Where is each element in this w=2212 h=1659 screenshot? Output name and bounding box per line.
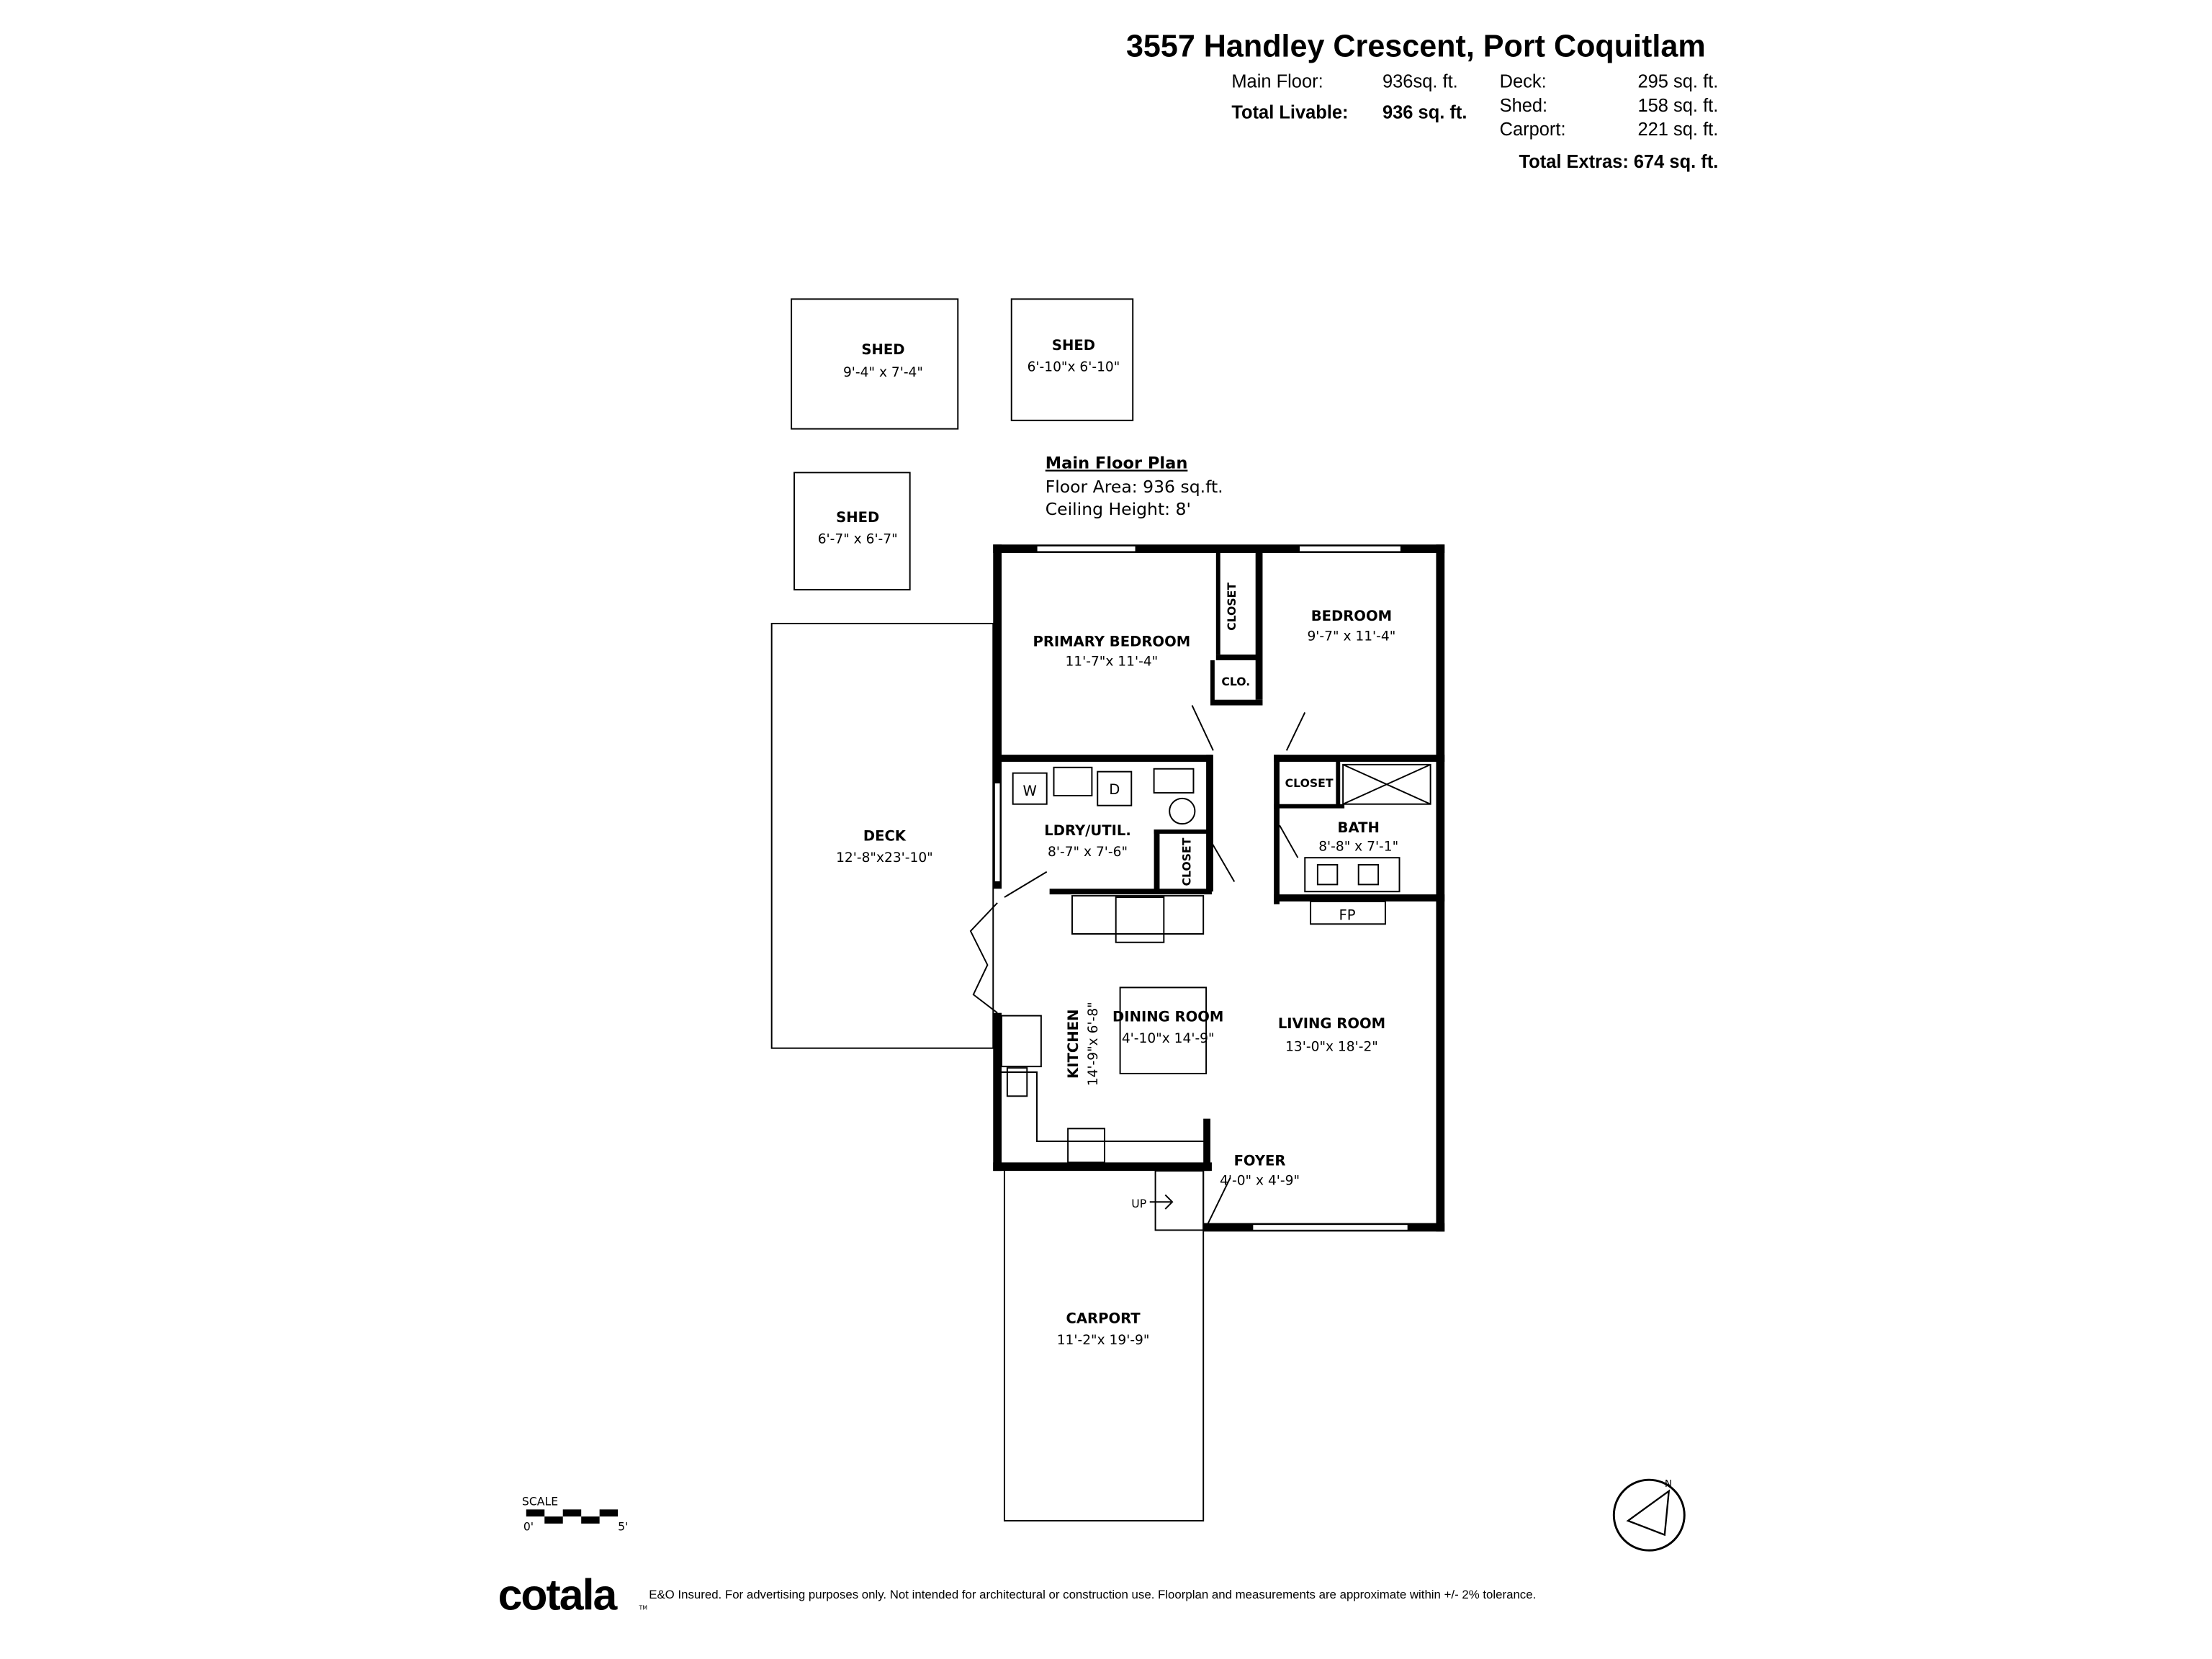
compass-icon: N	[1612, 1478, 1686, 1552]
room-dims: 8'-7" x 7'-6"	[1048, 845, 1128, 860]
shed-1: SHED 9'-4" x 7'-4"	[791, 298, 959, 430]
room-bath: BATH 8'-8" x 7'-1"	[1304, 763, 1431, 893]
area-stats-right: Deck: 295 sq. ft. Shed: 158 sq. ft. Carp…	[1500, 71, 1719, 172]
carport: CARPORT 11'-2"x 19'-9"	[1003, 1167, 1205, 1521]
ceiling-height: Ceiling Height: 8'	[1046, 499, 1191, 519]
stat-label: Total Livable:	[1231, 103, 1348, 123]
room-name: CARPORT	[1066, 1310, 1141, 1327]
compass-north-label: N	[1665, 1478, 1672, 1490]
trademark: TM	[639, 1604, 648, 1611]
scale-end: 5'	[618, 1520, 628, 1534]
stat-value: 158 sq. ft.	[1638, 96, 1719, 116]
fireplace: FP	[1310, 900, 1386, 925]
closet-bath-label: CLOSET	[1285, 776, 1334, 790]
room-name: PRIMARY BEDROOM	[1033, 633, 1190, 649]
scale-label: SCALE	[522, 1494, 558, 1508]
room-name: FOYER	[1234, 1152, 1286, 1169]
room-dims: 4'-0" x 4'-9"	[1220, 1174, 1300, 1189]
room-name: SHED	[836, 509, 879, 526]
scale-bar: SCALE 0' 5'	[522, 1494, 628, 1533]
room-foyer: FOYER 4'-0" x 4'-9" UP	[1131, 1152, 1300, 1231]
interior-walls	[993, 553, 1445, 904]
scale-start: 0'	[523, 1520, 534, 1534]
room-name: LDRY/UTIL.	[1044, 822, 1131, 839]
area-stats-left: Main Floor: 936sq. ft. Total Livable: 93…	[1231, 71, 1467, 122]
stat-value: 936 sq. ft.	[1382, 103, 1467, 123]
room-dims: 11'-2"x 19'-9"	[1057, 1333, 1150, 1348]
room-dims: 6'-7" x 6'-7"	[818, 531, 898, 547]
stat-value: 221 sq. ft.	[1638, 120, 1719, 140]
room-name: LIVING ROOM	[1278, 1015, 1385, 1032]
fireplace-label: FP	[1339, 907, 1355, 923]
room-dims: 14'-9"x 6'-8"	[1086, 1002, 1101, 1086]
room-name: BEDROOM	[1311, 608, 1392, 624]
room-dining: DINING ROOM 4'-10"x 14'-9"	[1112, 1008, 1223, 1046]
stat-value: 295 sq. ft.	[1638, 71, 1719, 91]
room-dims: 8'-8" x 7'-1"	[1318, 839, 1398, 854]
room-dims: 4'-10"x 14'-9"	[1122, 1031, 1215, 1046]
shed-3: SHED 6'-7" x 6'-7"	[793, 472, 911, 590]
plan-info: Main Floor Plan Floor Area: 936 sq.ft. C…	[1046, 454, 1223, 519]
room-bedroom: BEDROOM 9'-7" x 11'-4"	[1307, 608, 1395, 644]
exterior-walls	[969, 544, 1445, 1232]
dryer-label: D	[1109, 781, 1120, 798]
room-laundry: W D LDRY/UTIL. 8'-7" x 7'-6"	[1012, 766, 1196, 860]
room-name: KITCHEN	[1065, 1010, 1082, 1079]
disclaimer: E&O Insured. For advertising purposes on…	[649, 1588, 1536, 1601]
room-name: DINING ROOM	[1112, 1008, 1223, 1025]
clo-label: CLO.	[1221, 675, 1250, 688]
room-dims: 9'-4" x 7'-4"	[843, 365, 923, 380]
stairs-up-label: UP	[1131, 1197, 1146, 1210]
room-dims: 11'-7"x 11'-4"	[1065, 655, 1158, 670]
closet-ldry-label: CLOSET	[1180, 837, 1194, 886]
room-primary-bedroom: PRIMARY BEDROOM 11'-7"x 11'-4"	[1033, 633, 1190, 669]
room-dims: 6'-10"x 6'-10"	[1028, 359, 1120, 374]
deck: DECK 12'-8"x23'-10"	[770, 622, 994, 1049]
kitchen-counters	[1001, 895, 1206, 1165]
room-name: SHED	[861, 341, 904, 358]
cotala-logo: cotala	[498, 1570, 619, 1619]
shed-2: SHED 6'-10"x 6'-10"	[1010, 298, 1134, 421]
stat-label: Shed:	[1500, 96, 1548, 116]
room-dims: 12'-8"x23'-10"	[836, 850, 933, 866]
room-name: DECK	[863, 828, 907, 845]
room-dims: 13'-0"x 18'-2"	[1285, 1040, 1378, 1055]
stat-value: 936sq. ft.	[1382, 71, 1458, 91]
washer-label: W	[1023, 783, 1037, 799]
room-dims: 9'-7" x 11'-4"	[1307, 629, 1395, 644]
room-kitchen: KITCHEN 14'-9"x 6'-8"	[1065, 1002, 1101, 1086]
closet-primary-label: CLOSET	[1225, 583, 1238, 631]
floor-area: Floor Area: 936 sq.ft.	[1046, 477, 1223, 497]
stat-label: Deck:	[1500, 71, 1547, 91]
stat-label: Main Floor:	[1231, 71, 1323, 91]
plan-title: Main Floor Plan	[1046, 454, 1188, 472]
dining-table	[1119, 986, 1208, 1074]
room-name: BATH	[1338, 819, 1380, 836]
property-address: 3557 Handley Crescent, Port Coquitlam	[1126, 29, 1706, 63]
room-name: SHED	[1052, 337, 1095, 354]
stat-label: Carport:	[1500, 120, 1566, 140]
room-living: LIVING ROOM 13'-0"x 18'-2"	[1278, 1015, 1385, 1054]
total-extras: Total Extras: 674 sq. ft.	[1519, 152, 1719, 172]
